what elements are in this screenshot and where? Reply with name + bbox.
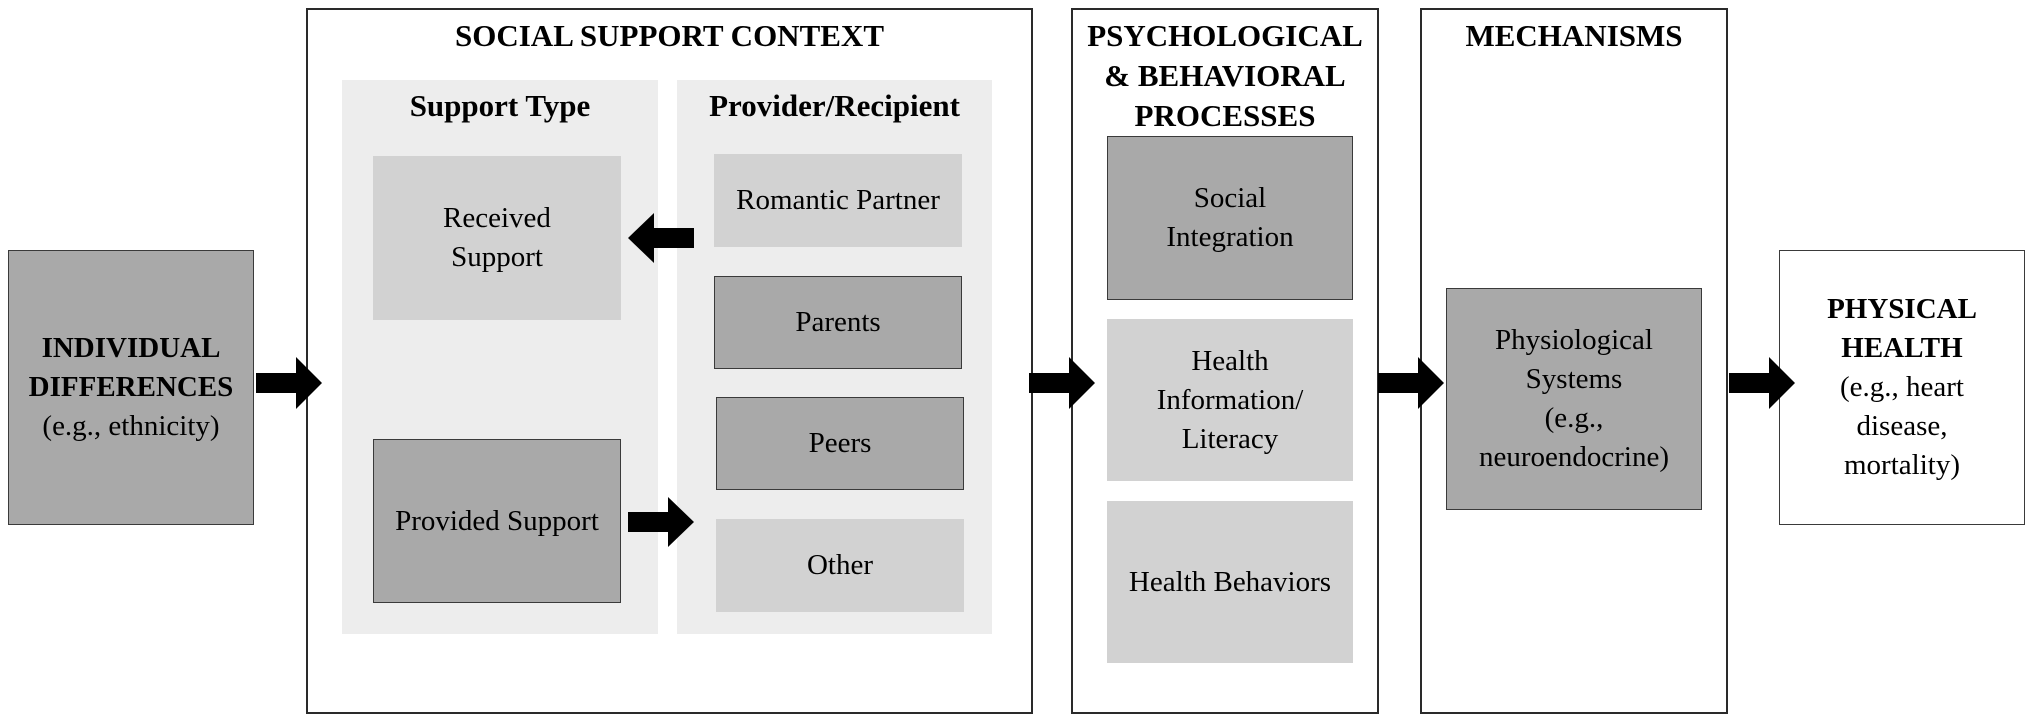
psych-title-line2: & BEHAVIORAL [1104, 58, 1346, 93]
physical-health-line1: PHYSICAL [1827, 293, 1977, 325]
received-support-line1: Received [443, 202, 551, 234]
health-behaviors-box: Health Behaviors [1107, 501, 1353, 663]
individual-differences-box: INDIVIDUAL DIFFERENCES (e.g., ethnicity) [8, 250, 254, 525]
health-behaviors-label: Health Behaviors [1128, 565, 1332, 598]
provider-recipient-title: Provider/Recipient [709, 88, 960, 123]
psych-title-line1: PSYCHOLOGICAL [1087, 18, 1363, 53]
individual-differences-example: (e.g., ethnicity) [42, 410, 220, 442]
physiological-line3: (e.g., [1544, 402, 1604, 434]
provider-item-romantic-partner: Romantic Partner [714, 154, 962, 247]
arrow-provided-to-provider-icon [628, 497, 694, 547]
psych-processes-title: PSYCHOLOGICAL & BEHAVIORAL PROCESSES [1073, 16, 1377, 136]
arrow-mechanisms-to-health-icon [1729, 357, 1795, 409]
physical-health-line5: mortality) [1844, 449, 1960, 481]
physical-health-line4: disease, [1856, 410, 1948, 442]
social-integration-box: Social Integration [1107, 136, 1353, 300]
physical-health-box: PHYSICAL HEALTH (e.g., heart disease, mo… [1779, 250, 2025, 525]
support-type-title: Support Type [409, 88, 591, 123]
provider-item-label: Other [806, 549, 874, 581]
arrow-individual-to-social-icon [256, 357, 322, 409]
physiological-line4: neuroendocrine) [1478, 441, 1669, 473]
psych-title-line3: PROCESSES [1134, 98, 1316, 133]
provider-item-parents: Parents [714, 276, 962, 369]
provider-item-label: Parents [795, 306, 881, 338]
mechanisms-title: MECHANISMS [1465, 18, 1683, 53]
arrow-social-to-psych-icon [1029, 357, 1095, 409]
social-integration-line2: Integration [1166, 221, 1294, 253]
arrow-partner-to-received-icon [628, 213, 694, 263]
individual-differences-line1: INDIVIDUAL [41, 332, 221, 364]
physiological-systems-box: Physiological Systems (e.g., neuroendocr… [1446, 288, 1702, 510]
received-support-line2: Support [451, 241, 543, 273]
physiological-line1: Physiological [1495, 324, 1653, 356]
received-support-box: Received Support [373, 156, 621, 320]
individual-differences-line2: DIFFERENCES [28, 371, 234, 403]
provider-item-other: Other [716, 519, 964, 612]
physiological-line2: Systems [1525, 363, 1623, 395]
provided-support-label: Provided Support [395, 504, 599, 537]
provider-item-peers: Peers [716, 397, 964, 490]
health-information-box: Health Information/ Literacy [1107, 319, 1353, 481]
social-integration-line1: Social [1193, 182, 1267, 214]
provider-item-label: Peers [808, 427, 872, 459]
health-information-line3: Literacy [1181, 422, 1279, 455]
health-information-line2: Information/ [1156, 383, 1304, 416]
arrow-psych-to-mechanisms-icon [1378, 357, 1444, 409]
social-support-context-title: SOCIAL SUPPORT CONTEXT [455, 18, 884, 53]
provided-support-box: Provided Support [373, 439, 621, 603]
physical-health-line2: HEALTH [1841, 332, 1963, 364]
provider-item-label: Romantic Partner [736, 184, 940, 216]
health-information-line1: Health [1191, 344, 1269, 377]
physical-health-line3: (e.g., heart [1840, 371, 1964, 403]
